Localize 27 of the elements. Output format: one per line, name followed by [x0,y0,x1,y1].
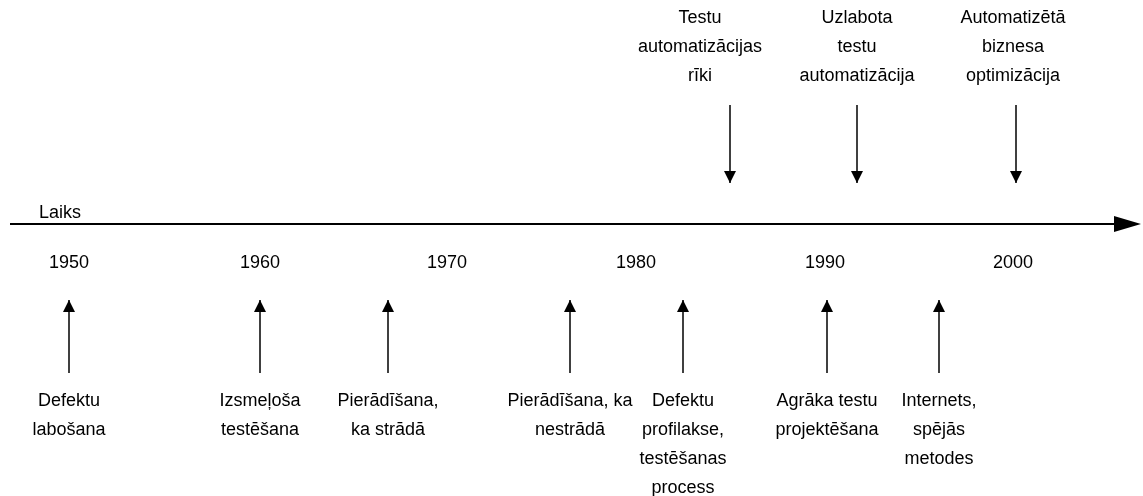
arrow [1010,104,1022,184]
year-label: 1970 [427,251,467,273]
arrow [254,299,266,374]
event-label: Izsmeļoša testēšana [219,373,301,444]
event-label: Automatizētā biznesa optimizācija [960,3,1066,105]
year-label: 1960 [240,251,280,273]
arrow [724,104,736,184]
event-label: Defektu labošana [32,373,106,444]
year-label: 2000 [993,251,1033,273]
event-label: Uzlabota testu automatizācija [799,3,915,105]
year-label: 1950 [49,251,89,273]
arrow [677,299,689,374]
year-label: 1990 [805,251,845,273]
event-label: Internets, spējās metodes [901,373,977,473]
event-label: Pierādīšana, ka nestrādā [506,373,634,444]
event-label: Pierādīšana, ka strādā [329,373,447,444]
event-label: Testu automatizācijas rīki [637,3,763,105]
arrow [933,299,945,374]
arrow [63,299,75,374]
arrow [382,299,394,374]
event-label: Defektu profilakse, testēšanas process [639,373,727,496]
arrow [821,299,833,374]
year-label: 1980 [616,251,656,273]
axis-label: Laiks [39,201,81,223]
arrow [564,299,576,374]
event-label: Agrāka testu projektēšana [775,373,879,444]
arrow [851,104,863,184]
